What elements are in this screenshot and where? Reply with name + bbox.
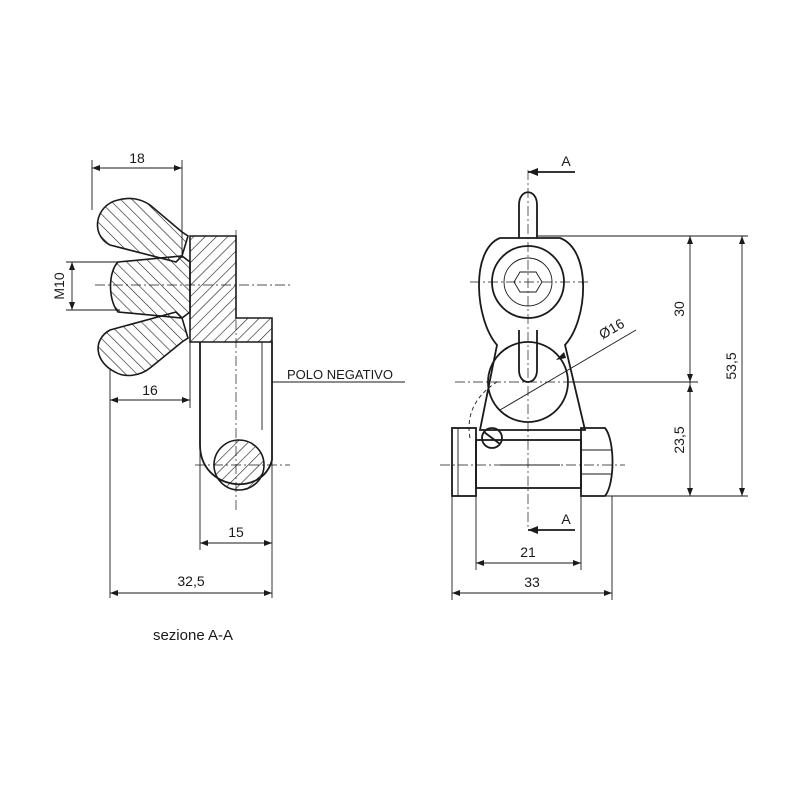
dim-m10: M10 [51, 272, 67, 299]
dim-23-5: 23,5 [671, 426, 687, 453]
front-view [440, 170, 625, 530]
section-mark-top: A [561, 153, 571, 169]
dim-33: 33 [524, 574, 540, 590]
dim-21: 21 [520, 544, 536, 560]
hidden-arc [468, 379, 501, 439]
section-mark-bottom: A [561, 511, 571, 527]
clamp-body [478, 237, 587, 431]
dim-18: 18 [129, 150, 145, 166]
slotted-screw [481, 427, 503, 449]
upper-wing [96, 197, 189, 263]
section-view [95, 197, 290, 510]
polo-negativo-label: POLO NEGATIVO [287, 367, 393, 382]
lower-wing [97, 311, 189, 377]
wing-nut-body [109, 255, 191, 319]
right-dimensions: A A 30 23,5 53,5 Ø16 21 [451, 153, 748, 600]
dim-32-5: 32,5 [177, 573, 204, 589]
left-dimensions: 18 M10 16 15 32,5 POLO NEGATIVO sezione … [51, 150, 405, 644]
dim-15: 15 [228, 524, 244, 540]
bolt-head-left [451, 427, 477, 497]
section-caption: sezione A-A [153, 627, 233, 644]
dim-30: 30 [671, 301, 687, 317]
dim-16: 16 [142, 382, 158, 398]
hex-nut-right [580, 427, 614, 497]
dim-53-5: 53,5 [723, 352, 739, 379]
terminal-body-section [189, 235, 273, 343]
